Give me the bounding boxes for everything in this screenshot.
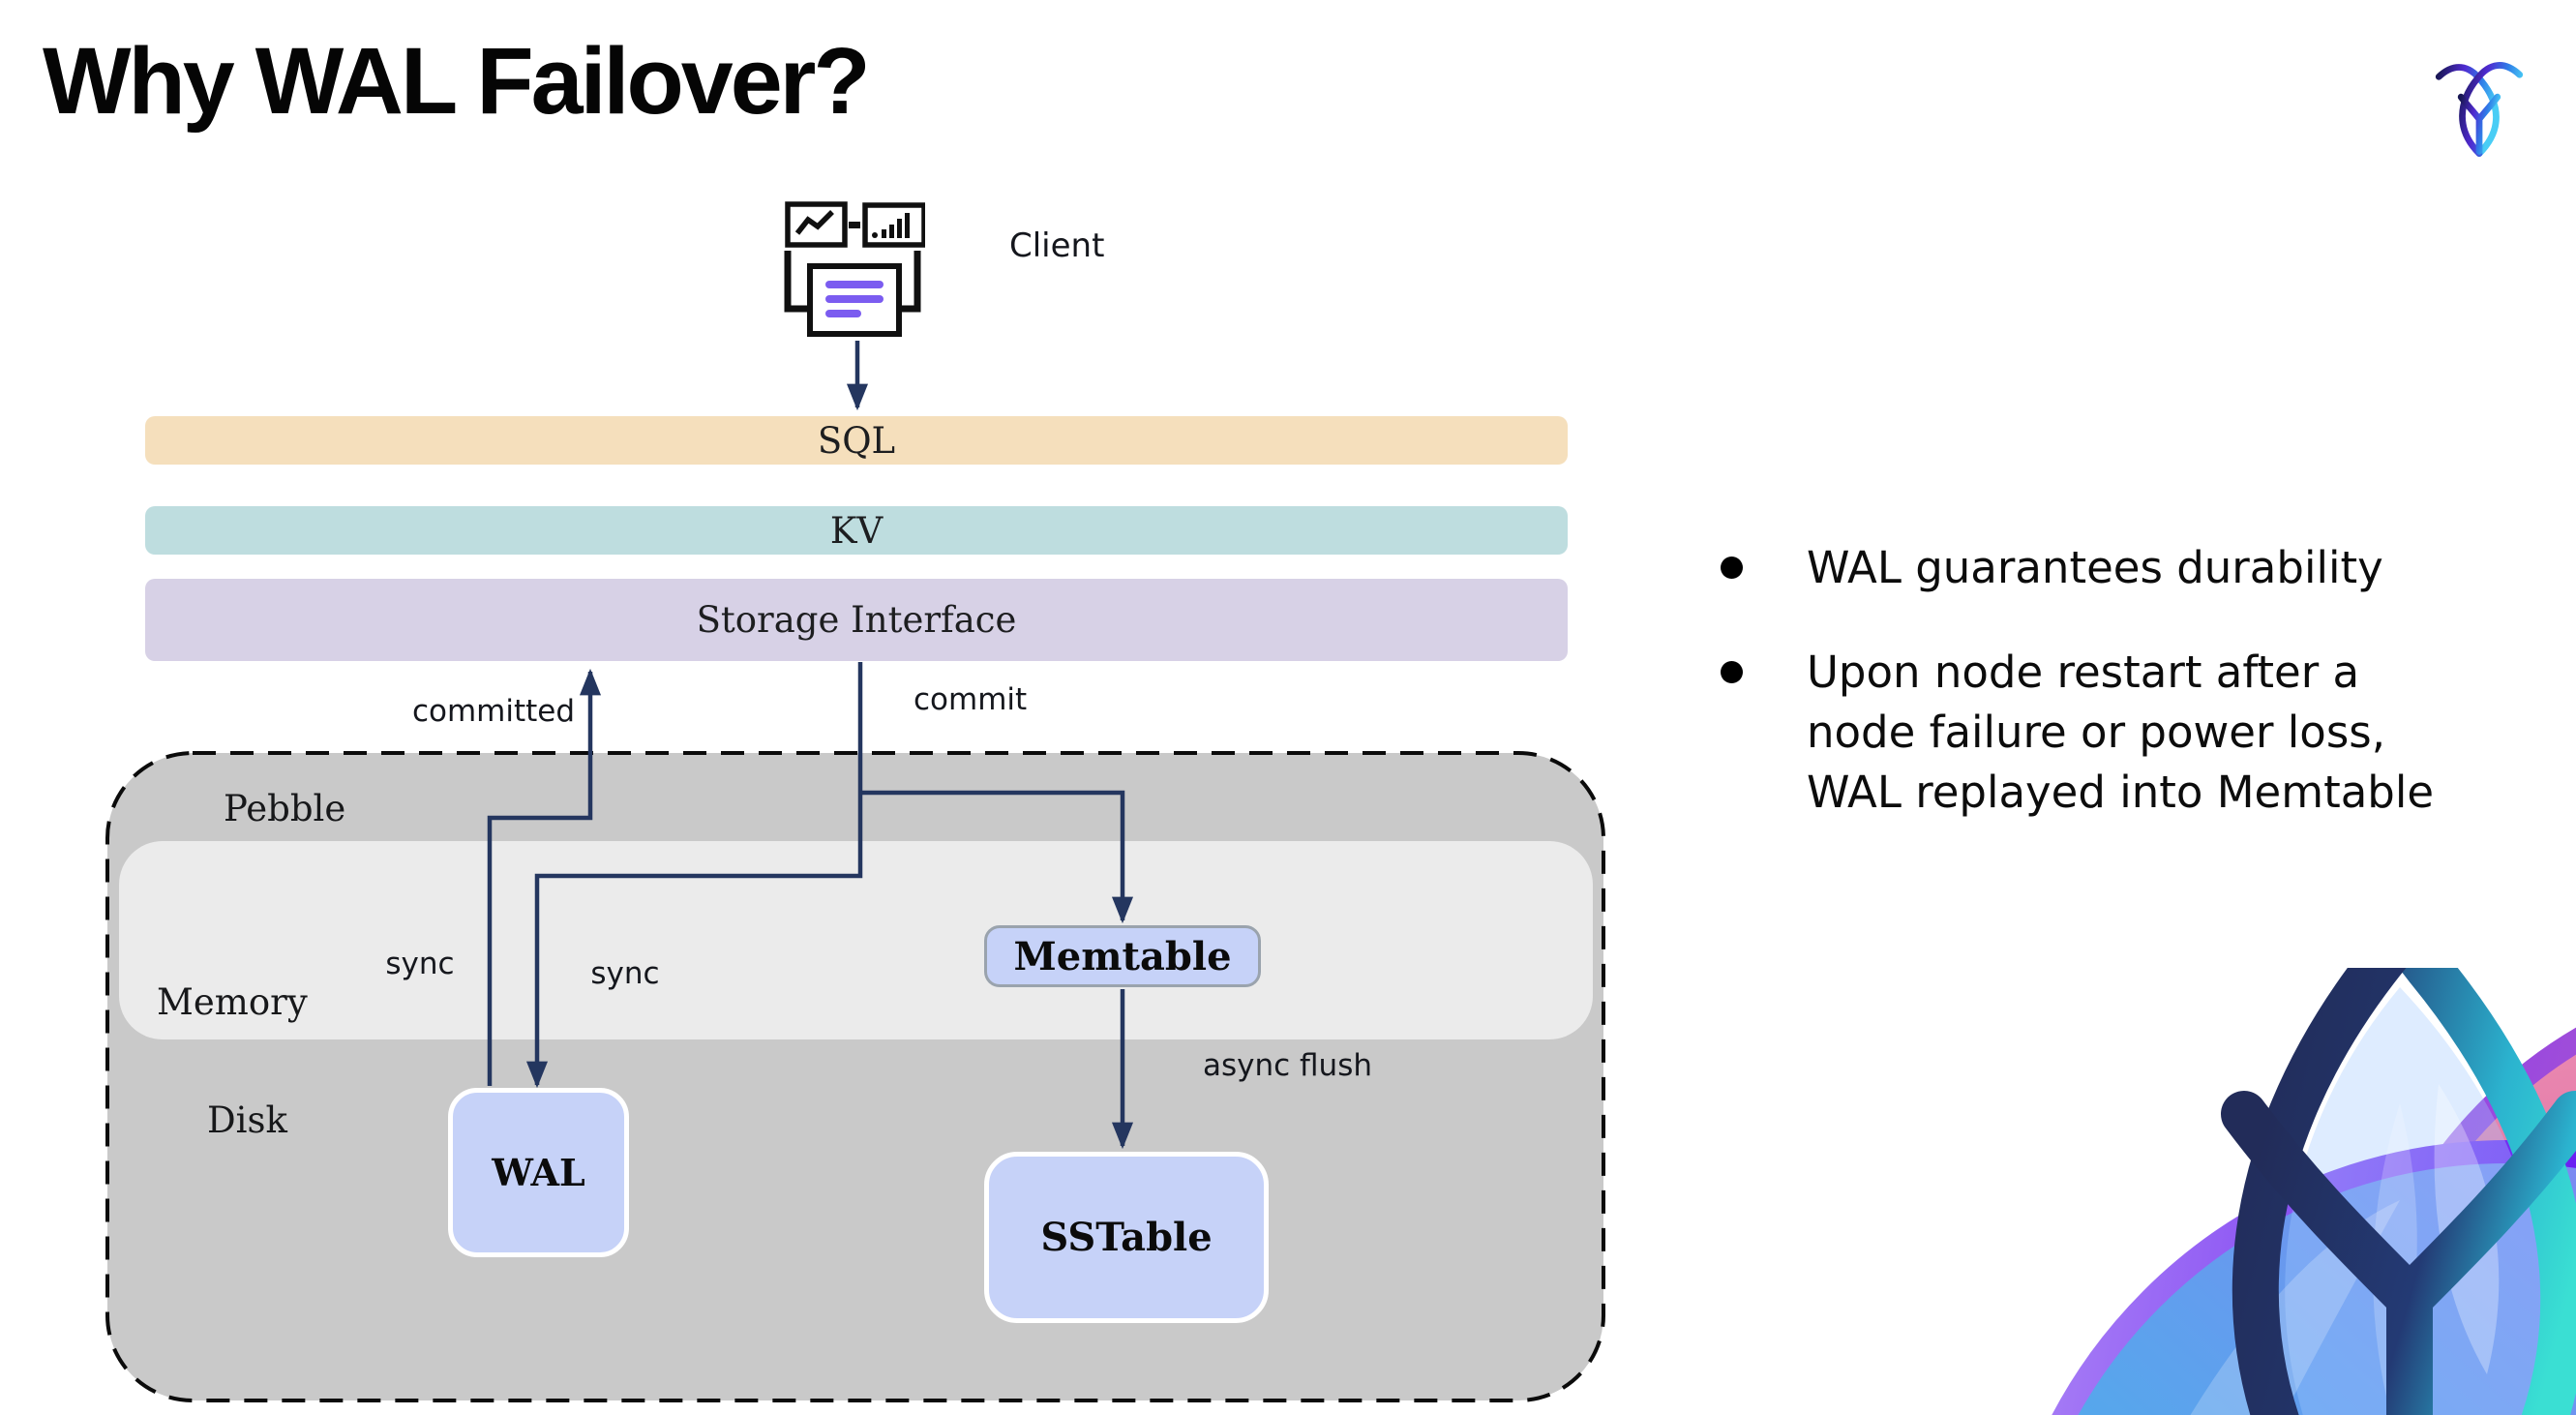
chart-line-icon xyxy=(785,201,848,248)
edge-label-committed: committed xyxy=(411,694,576,729)
chart-bar-icon xyxy=(862,202,925,248)
sstable-box: SSTable xyxy=(984,1152,1269,1323)
edge-label-sync-lower: sync xyxy=(590,956,660,991)
edge-label-commit: commit xyxy=(914,682,1028,717)
memory-label: Memory xyxy=(157,981,308,1023)
logo-stem xyxy=(2457,93,2501,155)
logo-body-right-curve xyxy=(2435,64,2500,157)
disk-label: Disk xyxy=(207,1099,287,1141)
bullet-line: Upon node restart after a xyxy=(1807,647,2360,698)
arrow-commit-to-memtable xyxy=(860,790,1134,924)
arrow-committed-wal-to-storage xyxy=(487,668,602,1086)
bullet-line: WAL guarantees durability xyxy=(1807,542,2383,593)
bullet-text: Upon node restart after a node failure o… xyxy=(1807,643,2434,823)
bullet-text: WAL guarantees durability xyxy=(1807,538,2383,598)
memtable-box-label: Memtable xyxy=(1013,933,1232,979)
layer-storage-interface: Storage Interface xyxy=(145,579,1568,661)
edge-label-sync-upper: sync xyxy=(385,947,455,981)
wal-box: WAL xyxy=(448,1088,629,1257)
bullet-marker-icon xyxy=(1721,661,1743,683)
bullet-line: WAL replayed into Memtable xyxy=(1807,767,2435,818)
bullet-list: WAL guarantees durability Upon node rest… xyxy=(1709,538,2541,823)
layer-sql: SQL xyxy=(145,416,1568,465)
list-item: WAL guarantees durability xyxy=(1709,538,2541,598)
bullet-marker-icon xyxy=(1721,557,1743,579)
pebble-label: Pebble xyxy=(224,788,346,829)
edge-label-async-flush: async flush xyxy=(1202,1048,1372,1083)
sstable-box-label: SSTable xyxy=(1040,1215,1213,1260)
page-title: Why WAL Failover? xyxy=(43,28,871,134)
arrow-commit-storage-to-wal xyxy=(525,662,863,1089)
layer-kv: KV xyxy=(145,506,1568,555)
bullet-line: node failure or power loss, xyxy=(1807,707,2386,758)
document-icon xyxy=(807,263,902,337)
decorative-corner-art xyxy=(1984,968,2576,1415)
wal-box-label: WAL xyxy=(492,1151,585,1194)
bracket-icon xyxy=(784,251,921,313)
client-icon xyxy=(784,201,925,337)
layer-kv-label: KV xyxy=(829,509,884,552)
memtable-box: Memtable xyxy=(984,925,1261,987)
client-label: Client xyxy=(1009,226,1105,265)
logo-body-left-curve xyxy=(2459,62,2524,157)
layer-storage-interface-label: Storage Interface xyxy=(696,599,1017,641)
cockroachdb-logo-icon xyxy=(2435,62,2524,157)
brand-artwork-icon xyxy=(2052,968,2576,1415)
memory-band xyxy=(119,841,1593,1039)
layer-sql-label: SQL xyxy=(817,419,896,462)
list-item: Upon node restart after a node failure o… xyxy=(1709,643,2541,823)
dash-icon xyxy=(849,222,860,228)
